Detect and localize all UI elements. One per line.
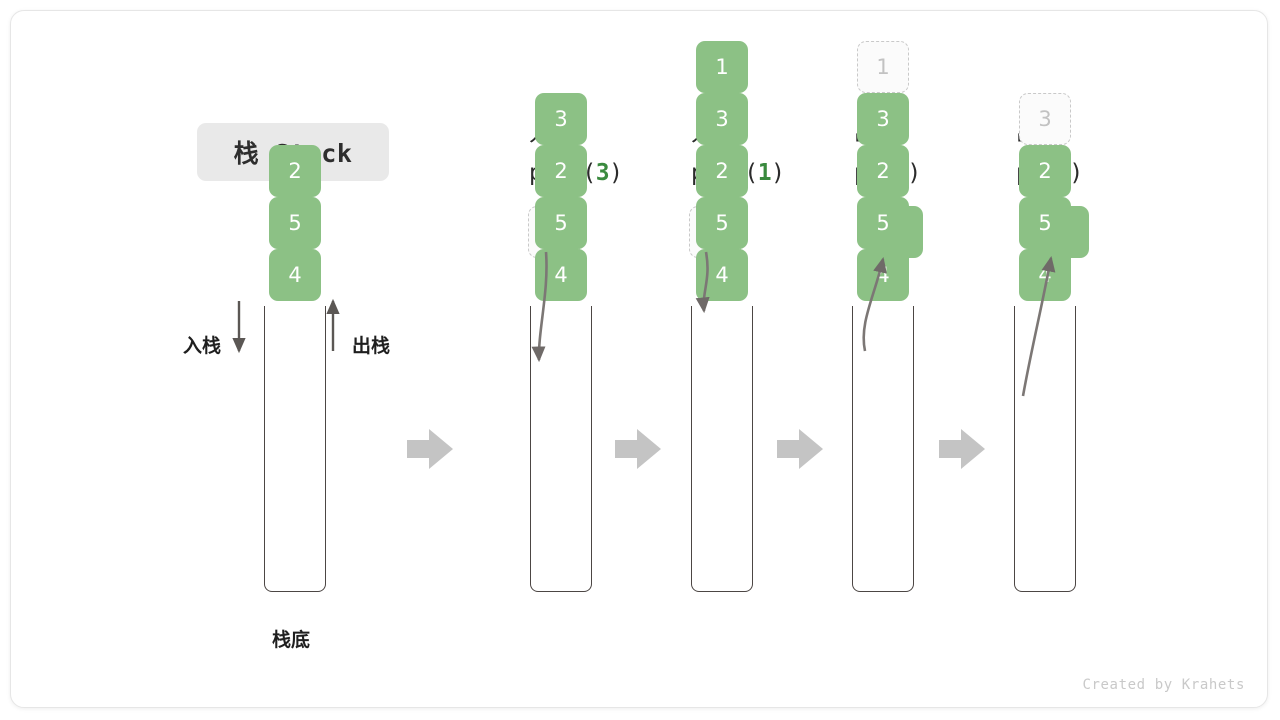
stack-cell: 2 [535, 145, 587, 197]
transition-arrow-2 [615, 429, 661, 469]
stack-cell: 5 [535, 197, 587, 249]
stack-cell: 4 [857, 249, 909, 301]
stack-cell: 3 [696, 93, 748, 145]
stack-cell-ghost: 3 [1019, 93, 1071, 145]
push-side-label: 入栈 [183, 335, 222, 357]
transition-arrow-1 [407, 429, 453, 469]
stack-cell: 2 [857, 145, 909, 197]
stack-cell: 2 [1019, 145, 1071, 197]
stack-frame [530, 306, 592, 592]
stack-cell: 5 [269, 197, 321, 249]
transition-arrow-3 [777, 429, 823, 469]
transition-arrow-4 [939, 429, 985, 469]
pop-side-label: 出栈 [352, 335, 391, 357]
stack-cell: 4 [1019, 249, 1071, 301]
stack-cell: 4 [696, 249, 748, 301]
stack-cell: 4 [269, 249, 321, 301]
stack-frame [852, 306, 914, 592]
stack-cell: 5 [1019, 197, 1071, 249]
stack-frame [691, 306, 753, 592]
stack-cell: 2 [269, 145, 321, 197]
stack-cell: 1 [696, 41, 748, 93]
stack-cell: 2 [696, 145, 748, 197]
stack-bottom-label: 栈底 [272, 629, 311, 651]
stack-frame [264, 306, 326, 592]
stack-frame [1014, 306, 1076, 592]
stack-cell: 5 [857, 197, 909, 249]
footer-credit: Created by Krahets [1082, 677, 1245, 693]
diagram-canvas: 栈 Stack 栈顶 栈底 入栈 出栈 入栈 push(3) 入栈 push(1… [10, 10, 1268, 708]
stack-cell: 4 [535, 249, 587, 301]
stack-cell: 3 [535, 93, 587, 145]
stack-cell: 3 [857, 93, 909, 145]
stack-cell-ghost: 1 [857, 41, 909, 93]
stack-cell: 5 [696, 197, 748, 249]
